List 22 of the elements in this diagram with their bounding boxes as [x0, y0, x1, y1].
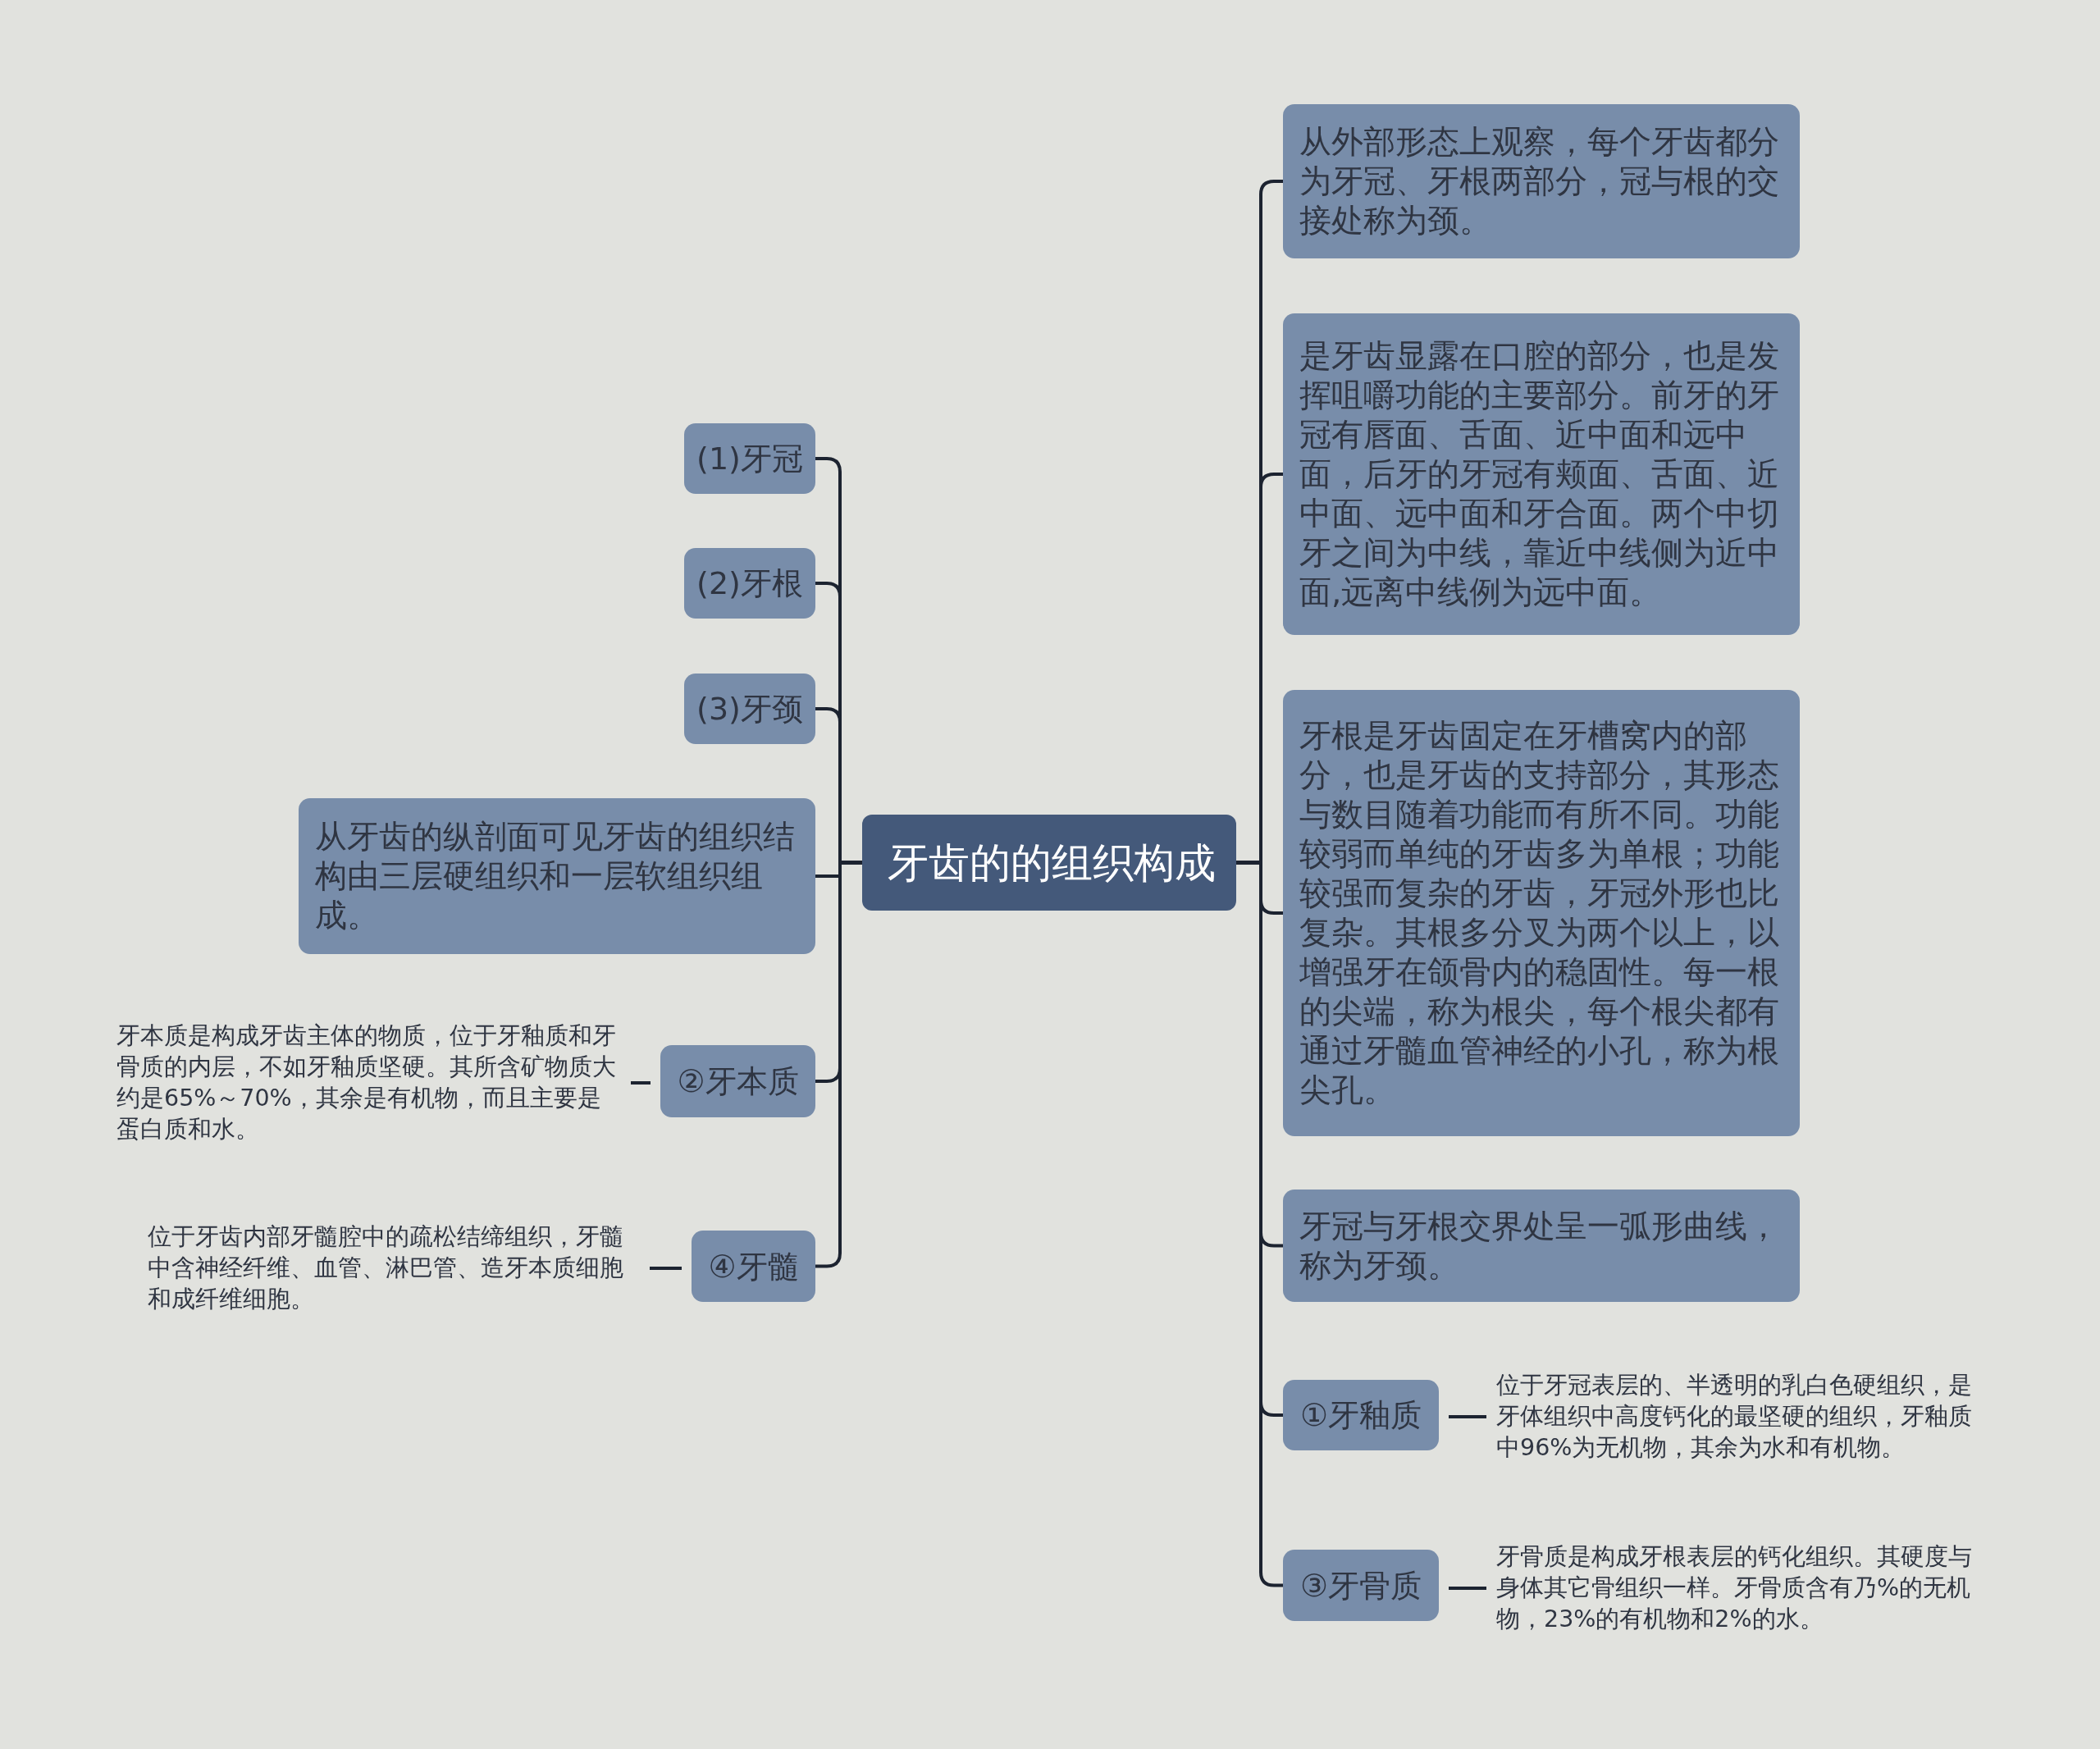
- topic-box: ③牙骨质: [1283, 1550, 1439, 1621]
- note-text: 位于牙冠表层的、半透明的乳白色硬组织，是牙体组织中高度钙化的最坚硬的组织，牙釉质中96%为无机物，其余为水和有机物。: [1496, 1369, 1988, 1464]
- note-text: 位于牙齿内部牙髓腔中的疏松结缔组织，牙髓中含神经纤维、血管、淋巴管、造牙本质细胞和成纤维细胞。: [148, 1222, 640, 1315]
- topic-box: (2)牙根: [684, 548, 815, 619]
- connector: [650, 1267, 682, 1270]
- topic-box: (3)牙颈: [684, 674, 815, 744]
- note-text: 牙本质是构成牙齿主体的物质，位于牙釉质和牙骨质的内层，不如牙釉质坚硬。其所含矿物质大约是65%～70%，其余是有机物，而且主要是蛋白质和水。: [116, 1021, 621, 1145]
- topic-box: 牙根是牙齿固定在牙槽窝内的部分，也是牙齿的支持部分，其形态与数目随着功能而有所不同。功能较弱而单纯的牙齿多为单根；功能较强而复杂的牙齿，牙冠外形也比复杂。其根多分叉为两个以上，以增强牙在颌骨内的稳固性。每一根的尖端，称为根尖，每个根尖都有通过牙髓血管神经的小孔，称为根尖孔。: [1283, 690, 1800, 1136]
- connector: [1449, 1587, 1486, 1590]
- topic-box: ④牙髓: [692, 1231, 815, 1302]
- note-text: 牙骨质是构成牙根表层的钙化组织。其硬度与身体其它骨组织一样。牙骨质含有乃%的无机物，23%的有机物和2%的水。: [1496, 1541, 1988, 1636]
- topic-box: 是牙齿显露在口腔的部分，也是发挥咀嚼功能的主要部分。前牙的牙冠有唇面、舌面、近中面和远中面，后牙的牙冠有颊面、舌面、近中面、远中面和牙合面。两个中切牙之间为中线，靠近中线侧为近中面,远离中线例为远中面。: [1283, 313, 1800, 635]
- connector: [631, 1081, 651, 1085]
- topic-box: 从牙齿的纵剖面可见牙齿的组织结构由三层硬组织和一层软组织组成。: [299, 798, 815, 954]
- topic-box: 牙冠与牙根交界处呈一弧形曲线，称为牙颈。: [1283, 1190, 1800, 1302]
- connector: [815, 861, 862, 1268]
- topic-box: ②牙本质: [660, 1045, 815, 1117]
- topic-box: 从外部形态上观察，每个牙齿都分为牙冠、牙根两部分，冠与根的交接处称为颈。: [1283, 104, 1800, 258]
- connector: [1449, 1415, 1486, 1418]
- topic-box: ①牙釉质: [1283, 1380, 1439, 1450]
- central-topic-box: 牙齿的的组织构成: [862, 815, 1236, 911]
- topic-box: (1)牙冠: [684, 423, 815, 494]
